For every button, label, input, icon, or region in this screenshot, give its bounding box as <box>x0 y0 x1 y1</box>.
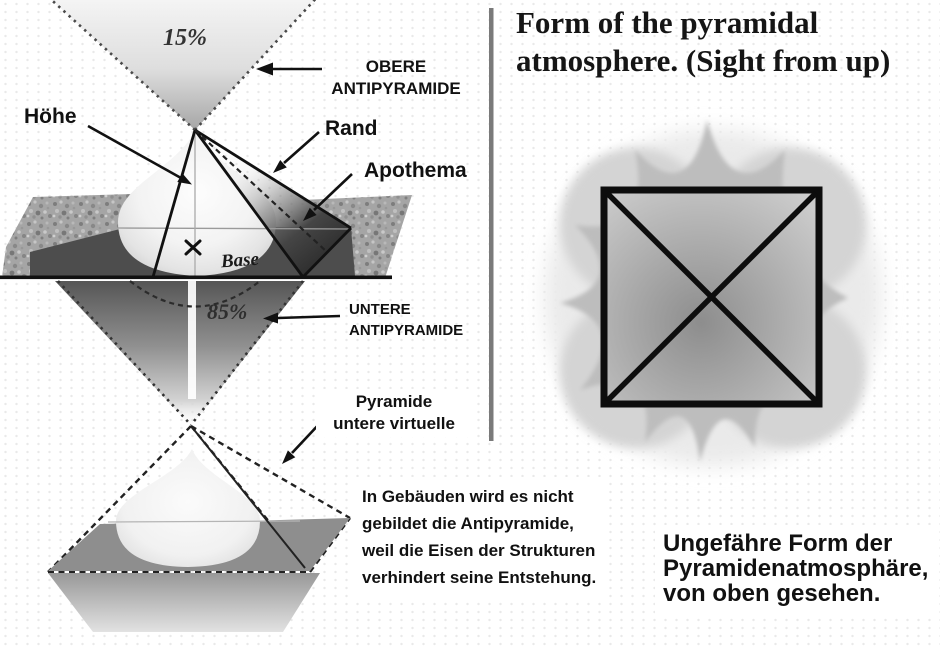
arrow-hoehe <box>87 124 192 185</box>
right-title-line2: atmosphere. (Sight from up) <box>516 43 891 78</box>
pyramid-right-face <box>195 131 351 277</box>
note-line1: In Gebäuden wird es nicht <box>362 487 574 506</box>
label-virtual-line2: untere virtuelle <box>333 414 455 433</box>
right-figure <box>545 120 881 466</box>
center-x-mark <box>184 239 202 256</box>
upper-dome <box>118 131 276 276</box>
right-title: Form of the pyramidal atmosphere. (Sight… <box>516 4 890 80</box>
upper-antipyramid-cone <box>51 0 315 130</box>
label-hoehe: Höhe <box>24 105 77 128</box>
square-diagonal-2 <box>605 191 818 403</box>
label-virtual-pyramid: Pyramide untere virtuelle <box>316 389 472 437</box>
lower-cone-dotted-edge-left <box>57 280 192 426</box>
label-apothema: Apothema <box>364 159 467 182</box>
label-base: Base <box>220 248 260 273</box>
note-line2: gebildet die Antipyramide, <box>362 514 574 533</box>
right-caption-line2: Pyramidenatmosphäre, <box>663 555 929 582</box>
mirrored-ground-plane <box>48 573 320 632</box>
lower-dome <box>116 449 260 567</box>
label-untere-line1: UNTERE <box>349 301 411 318</box>
pyramid-edge-rand <box>194 128 352 230</box>
pyramid-edge-left <box>151 129 197 278</box>
label-85-percent: 85% <box>207 299 248 324</box>
ground-plane-right <box>302 195 412 278</box>
apothem-dashed-line <box>194 129 328 253</box>
arrow-untere-antipyramide <box>263 312 341 324</box>
right-title-line1: Form of the pyramidal <box>516 5 819 40</box>
right-caption-line3: von oben gesehen. <box>663 580 881 607</box>
label-untere-antipyramide: UNTERE ANTIPYRAMIDE <box>349 299 463 341</box>
right-caption: Ungefähre Form der Pyramidenatmosphäre, … <box>655 525 939 614</box>
hidden-sphere-dashed-arc <box>129 280 261 308</box>
arrow-apothema <box>303 173 353 221</box>
label-virtual-line1: Pyramide <box>355 392 433 411</box>
upper-cone-dotted-edge-left <box>49 0 196 131</box>
upper-cone-dotted-edge-right <box>194 0 317 131</box>
left-figure <box>0 0 412 632</box>
label-obere-antipyramide: OBERE ANTIPYRAMIDE <box>318 56 474 100</box>
label-untere-line2: ANTIPYRAMIDE <box>349 322 464 339</box>
virtual-pyramid-edges <box>47 424 351 574</box>
virtual-edge-left <box>47 425 192 573</box>
arrow-rand <box>273 131 320 173</box>
base-diagonal-line <box>117 227 353 230</box>
pyramid-edge-front-right <box>193 129 305 278</box>
label-obere-line2: ANTIPYRAMIDE <box>331 79 461 98</box>
note-line4: verhindert seine Entstehung. <box>362 568 597 587</box>
pyramid-edges <box>151 128 353 278</box>
ground-baseline <box>0 275 392 280</box>
lower-cone-dotted-edge-right <box>189 280 305 426</box>
virtual-solid-diagonal <box>190 425 306 569</box>
arrow-obere-antipyramide <box>256 62 322 76</box>
light-beam <box>188 281 196 399</box>
virtual-base-edge-right <box>309 517 351 573</box>
note-line3: weil die Eisen der Strukturen <box>362 541 596 560</box>
pyramid-base-edge-right <box>301 227 353 278</box>
note-text: In Gebäuden wird es nicht gebildet die A… <box>352 477 607 599</box>
label-15-percent: 15% <box>163 25 207 51</box>
divider-line <box>489 8 494 441</box>
right-caption-line1: Ungefähre Form der <box>663 530 893 557</box>
annotation-arrows <box>87 62 353 464</box>
label-obere-line1: OBERE <box>365 57 427 76</box>
lower-antipyramid-cone <box>55 281 305 426</box>
label-rand: Rand <box>325 117 378 140</box>
